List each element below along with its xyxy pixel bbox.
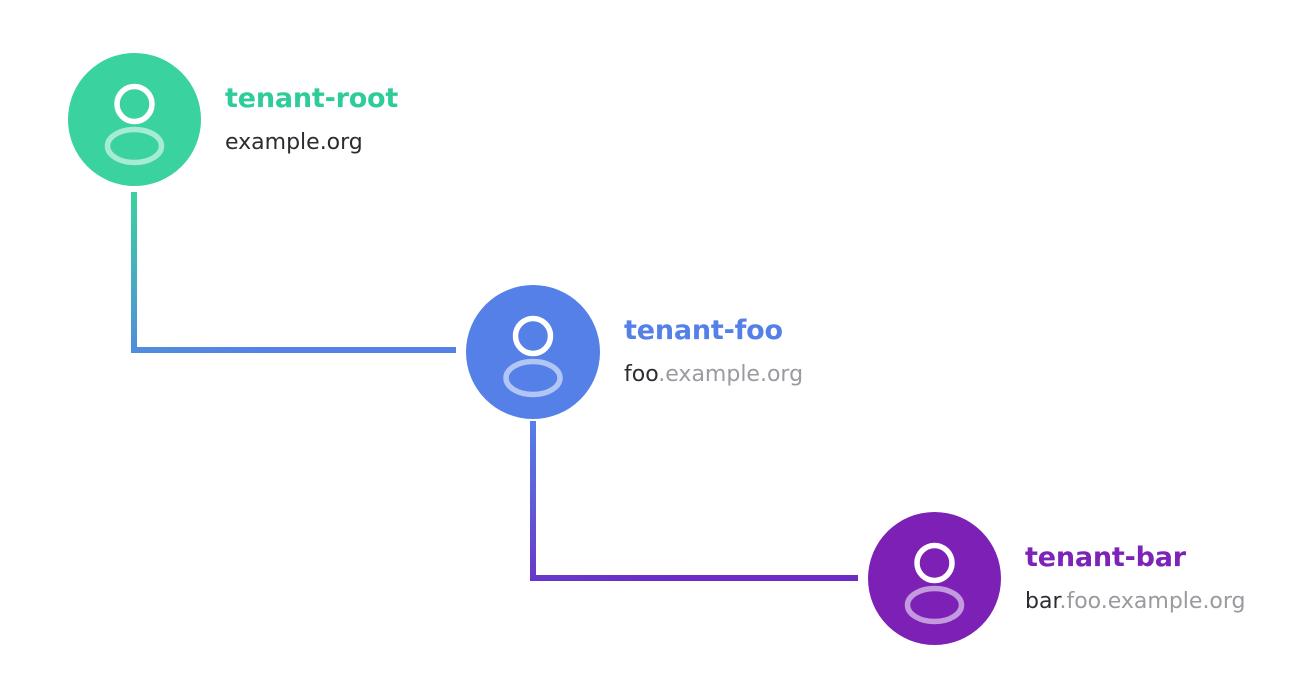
avatar-tenant-bar[interactable] [868,512,1001,645]
avatar-tenant-root[interactable] [68,53,201,186]
node-domain-tenant-bar: bar.foo.example.org [1025,589,1246,615]
edge-foo-to-bar [530,421,858,581]
node-title-tenant-bar: tenant-bar [1025,541,1186,573]
node-title-tenant-root: tenant-root [225,82,399,114]
node-text-tenant-root: tenant-root example.org [225,83,398,156]
node-text-tenant-foo: tenant-foo foo.example.org [624,315,803,388]
edge-root-to-foo [131,192,456,353]
node-domain-suffix-tenant-bar: .foo.example.org [1059,588,1246,614]
node-tenant-foo[interactable]: tenant-foo foo.example.org [466,285,803,419]
node-domain-tenant-foo: foo.example.org [624,362,803,388]
node-domain-local-tenant-root: example.org [225,129,363,155]
person-icon [904,542,965,625]
node-domain-local-tenant-bar: bar [1025,588,1060,614]
node-tenant-root[interactable]: tenant-root example.org [68,53,398,186]
avatar-tenant-foo[interactable] [466,285,600,419]
node-text-tenant-bar: tenant-bar bar.foo.example.org [1025,542,1246,615]
node-title-tenant-foo: tenant-foo [624,315,783,347]
node-domain-tenant-root: example.org [225,130,398,156]
person-icon [104,83,165,166]
node-domain-local-tenant-foo: foo [624,362,659,388]
node-tenant-bar[interactable]: tenant-bar bar.foo.example.org [868,512,1246,645]
person-icon [503,315,563,398]
node-domain-suffix-tenant-foo: .example.org [658,362,804,388]
